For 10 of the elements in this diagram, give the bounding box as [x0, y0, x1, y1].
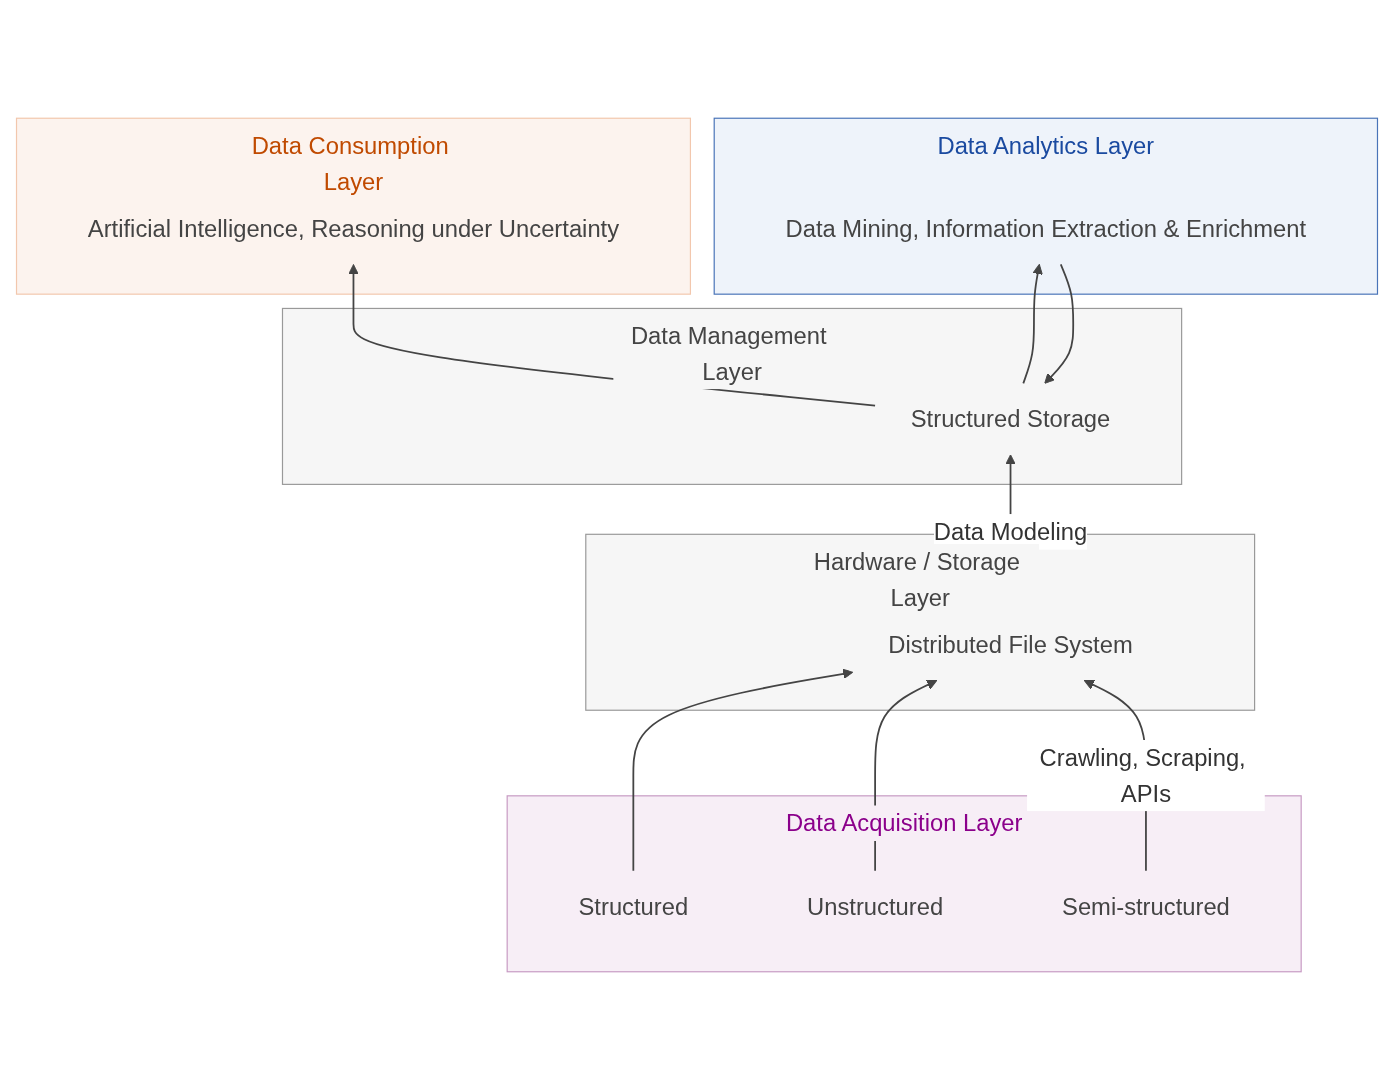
arrow — [1021, 263, 1043, 384]
node-text: Structured — [578, 892, 688, 919]
node-text: Unstructured — [806, 892, 943, 919]
node-text: Data Mining, Information Extraction & Enrichment — [785, 215, 1306, 242]
node-text: Semi-structured — [1061, 892, 1230, 919]
node-text: Structured Storage — [910, 405, 1110, 432]
node-text: Distributed File System — [887, 631, 1133, 658]
arrow — [631, 668, 853, 872]
node-text: Artificial Intelligence, Reasoning under Uncertainty — [87, 215, 619, 242]
arrow — [1043, 263, 1074, 384]
